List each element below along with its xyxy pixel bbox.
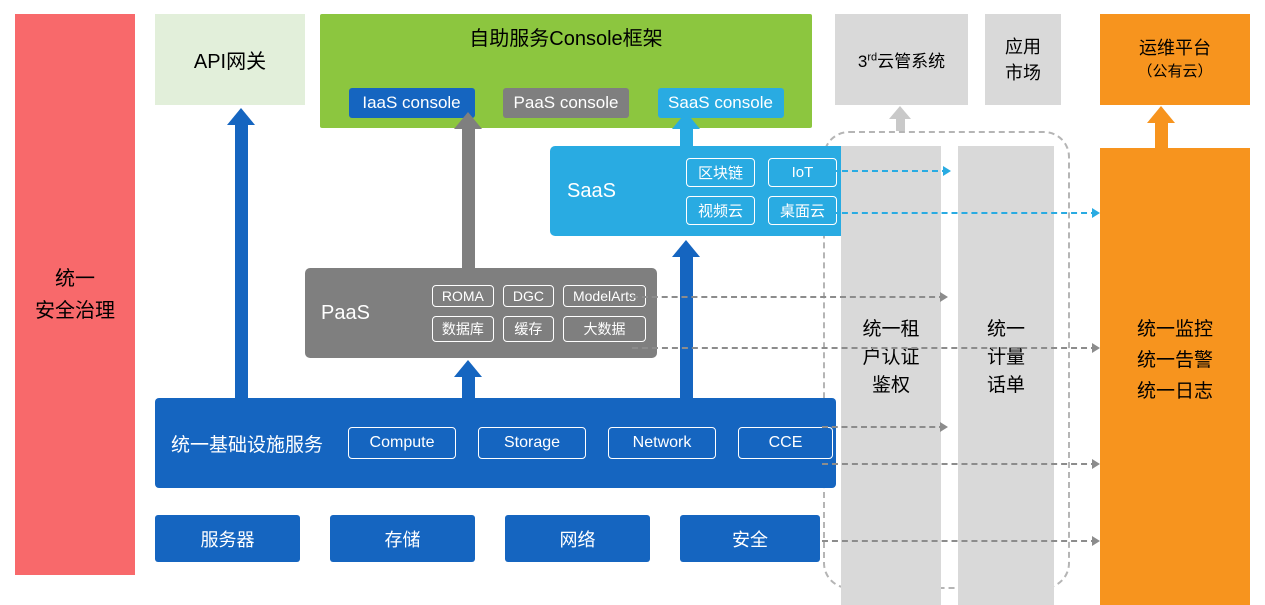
- tenant-services-dashed-container: [823, 131, 1070, 589]
- saas-label: SaaS: [567, 179, 616, 202]
- arrow-to-third-party-cloud: [889, 106, 911, 131]
- arrowhead-up-icon: [1147, 106, 1175, 123]
- third-party-prefix: 3: [857, 52, 868, 71]
- third-party-cloud-label: 3rd云管系统: [858, 47, 945, 72]
- paas-console-chip: PaaS console: [503, 88, 629, 118]
- third-party-cloud-box: 3rd云管系统: [835, 14, 968, 105]
- arrowhead-up-icon: [672, 240, 700, 257]
- connector-infra-to-monitoring: [822, 459, 1100, 469]
- security-governance-label: 统一 安全治理: [35, 263, 115, 327]
- arrow-monitoring-to-ops-platform: [1147, 106, 1175, 148]
- connector-paas-to-monitoring: [632, 343, 1100, 353]
- compute-chip: Compute: [348, 427, 457, 459]
- roma-chip: ROMA: [431, 284, 494, 307]
- connector-infra-to-metering: [822, 422, 948, 432]
- infrastructure-services-row: Compute Storage Network CCE: [348, 427, 834, 459]
- arrowhead-right-icon: [1092, 459, 1100, 469]
- console-frame-title: 自助服务Console框架: [469, 28, 663, 50]
- app-market-line2: 市场: [1005, 62, 1041, 83]
- arrowhead-right-icon: [1092, 208, 1100, 218]
- cce-chip: CCE: [738, 427, 834, 459]
- arrowhead-right-icon: [940, 422, 948, 432]
- arrowhead-right-icon: [1092, 536, 1100, 546]
- arrow-shaft: [234, 125, 248, 398]
- blockchain-chip: 区块链: [685, 157, 755, 187]
- arrow-shaft: [461, 129, 475, 268]
- monitoring-alarm-log-bar: 统一监控 统一告警 统一日志: [1100, 148, 1250, 605]
- arrow-shaft: [461, 377, 475, 398]
- arrowhead-right-icon: [940, 292, 948, 302]
- arrowhead-up-icon: [227, 108, 255, 125]
- connector-saas-to-monitoring: [822, 208, 1100, 218]
- tenant-auth-bar: 统一租 户认证 鉴权: [841, 146, 941, 605]
- hardware-storage-box: 存储: [330, 515, 475, 562]
- database-chip: 数据库: [431, 315, 494, 342]
- saas-console-chip: SaaS console: [657, 88, 784, 118]
- arrow-saas-to-console: [672, 112, 700, 146]
- console-chip-row: IaaS console PaaS console SaaS console: [320, 88, 812, 118]
- monitoring-line1: 统一监控: [1136, 318, 1213, 340]
- network-chip: Network: [608, 427, 717, 459]
- api-gateway-box: API网关: [155, 14, 305, 105]
- app-market-box: 应用 市场: [985, 14, 1061, 105]
- dgc-chip: DGC: [502, 284, 554, 307]
- app-market-line1: 应用: [1005, 36, 1041, 57]
- arrow-shaft: [895, 119, 905, 131]
- api-gateway-label: API网关: [193, 51, 267, 73]
- cache-chip: 缓存: [502, 315, 554, 342]
- arrow-infra-to-paas: [454, 360, 482, 398]
- metering-billing-bar: 统一 计量 话单: [958, 146, 1054, 605]
- desktop-cloud-chip: 桌面云: [767, 195, 837, 225]
- infrastructure-label: 统一基础设施服务: [171, 434, 324, 456]
- connector-hardware-to-monitoring: [822, 536, 1100, 546]
- third-party-superscript: rd: [867, 51, 878, 64]
- tenant-auth-line1: 统一租: [862, 319, 920, 340]
- arrowhead-up-icon: [672, 112, 700, 129]
- ops-platform-line1: 运维平台: [1139, 38, 1211, 58]
- arrowhead-right-icon: [1092, 343, 1100, 353]
- arrow-infra-to-api-gateway: [227, 108, 255, 398]
- hardware-network-box: 网络: [505, 515, 650, 562]
- arrow-shaft: [679, 129, 693, 146]
- hardware-server-box: 服务器: [155, 515, 300, 562]
- modelarts-chip: ModelArts: [562, 284, 646, 307]
- video-cloud-chip: 视频云: [685, 195, 755, 225]
- tenant-auth-line2: 户认证: [862, 347, 920, 368]
- tenant-auth-line3: 鉴权: [871, 375, 910, 396]
- hardware-security-box: 安全: [680, 515, 820, 562]
- bigdata-chip: 大数据: [562, 315, 646, 342]
- ops-platform-line2: （公有云）: [1137, 63, 1213, 80]
- third-party-suffix: 云管系统: [877, 52, 946, 71]
- paas-layer-box: PaaS ROMA DGC ModelArts 数据库 缓存 大数据: [305, 268, 657, 358]
- arrow-shaft: [679, 257, 693, 398]
- arrow-infra-to-saas: [672, 240, 700, 398]
- metering-line3: 话单: [986, 375, 1025, 396]
- metering-line1: 统一: [986, 319, 1025, 340]
- arrow-paas-to-console: [454, 112, 482, 268]
- arrow-shaft: [1154, 123, 1168, 148]
- infrastructure-layer-box: 统一基础设施服务 Compute Storage Network CCE: [155, 398, 836, 488]
- metering-line2: 计量: [986, 347, 1025, 368]
- monitoring-line3: 统一日志: [1136, 380, 1213, 402]
- saas-layer-box: SaaS 区块链 IoT 视频云 桌面云: [550, 146, 850, 236]
- connector-saas-to-auth: [822, 166, 951, 176]
- arrowhead-up-icon: [889, 106, 911, 119]
- unified-security-governance-bar: 统一 安全治理: [15, 14, 135, 575]
- connector-paas-to-metering: [632, 292, 948, 302]
- iot-chip: IoT: [767, 157, 837, 187]
- monitoring-line2: 统一告警: [1136, 349, 1213, 371]
- paas-label: PaaS: [321, 301, 370, 324]
- app-market-label: 应用 市场: [1005, 34, 1041, 86]
- ops-platform-box: 运维平台 （公有云）: [1100, 14, 1250, 105]
- security-governance-line1: 统一: [55, 267, 95, 290]
- arrowhead-right-icon: [943, 166, 951, 176]
- security-governance-line2: 安全治理: [35, 299, 115, 322]
- arrowhead-up-icon: [454, 360, 482, 377]
- arrowhead-up-icon: [454, 112, 482, 129]
- saas-services-grid: 区块链 IoT 视频云 桌面云: [685, 157, 837, 225]
- storage-chip: Storage: [478, 427, 587, 459]
- console-frame-box: 自助服务Console框架 IaaS console PaaS console …: [320, 14, 812, 128]
- iaas-console-chip: IaaS console: [348, 88, 475, 118]
- paas-services-grid: ROMA DGC ModelArts 数据库 缓存 大数据: [431, 284, 646, 342]
